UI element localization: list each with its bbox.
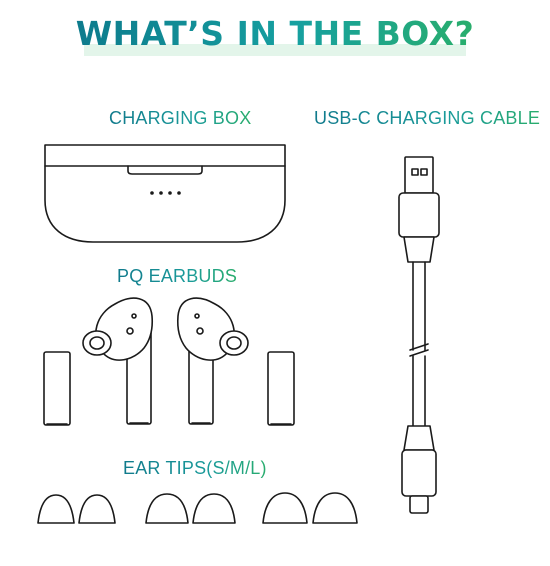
charging-box-label: CHARGING BOX: [109, 108, 252, 128]
earbud-stem-illustration: [43, 351, 295, 426]
ear-tips-label: EAR TIPS(S/M/L): [123, 458, 267, 478]
page-title: WHAT’S IN THE BOX?: [70, 14, 480, 53]
title-highlight: [84, 44, 466, 56]
led-indicator-icon: [150, 191, 154, 195]
led-indicator-icon: [159, 191, 163, 195]
earbud-left-illustration: [82, 297, 154, 425]
led-indicator-icon: [177, 191, 181, 195]
charging-box-illustration: [44, 144, 286, 243]
cable-label: USB-C CHARGING CABLE: [314, 108, 541, 128]
earbuds-label: PQ EARBUDS: [117, 266, 238, 286]
ear-tips-illustration: [37, 492, 358, 524]
led-indicator-icon: [168, 191, 172, 195]
usb-c-cable-illustration: [398, 156, 440, 514]
earbud-right-illustration: [176, 297, 249, 425]
title-bar: WHAT’S IN THE BOX?: [0, 14, 550, 53]
